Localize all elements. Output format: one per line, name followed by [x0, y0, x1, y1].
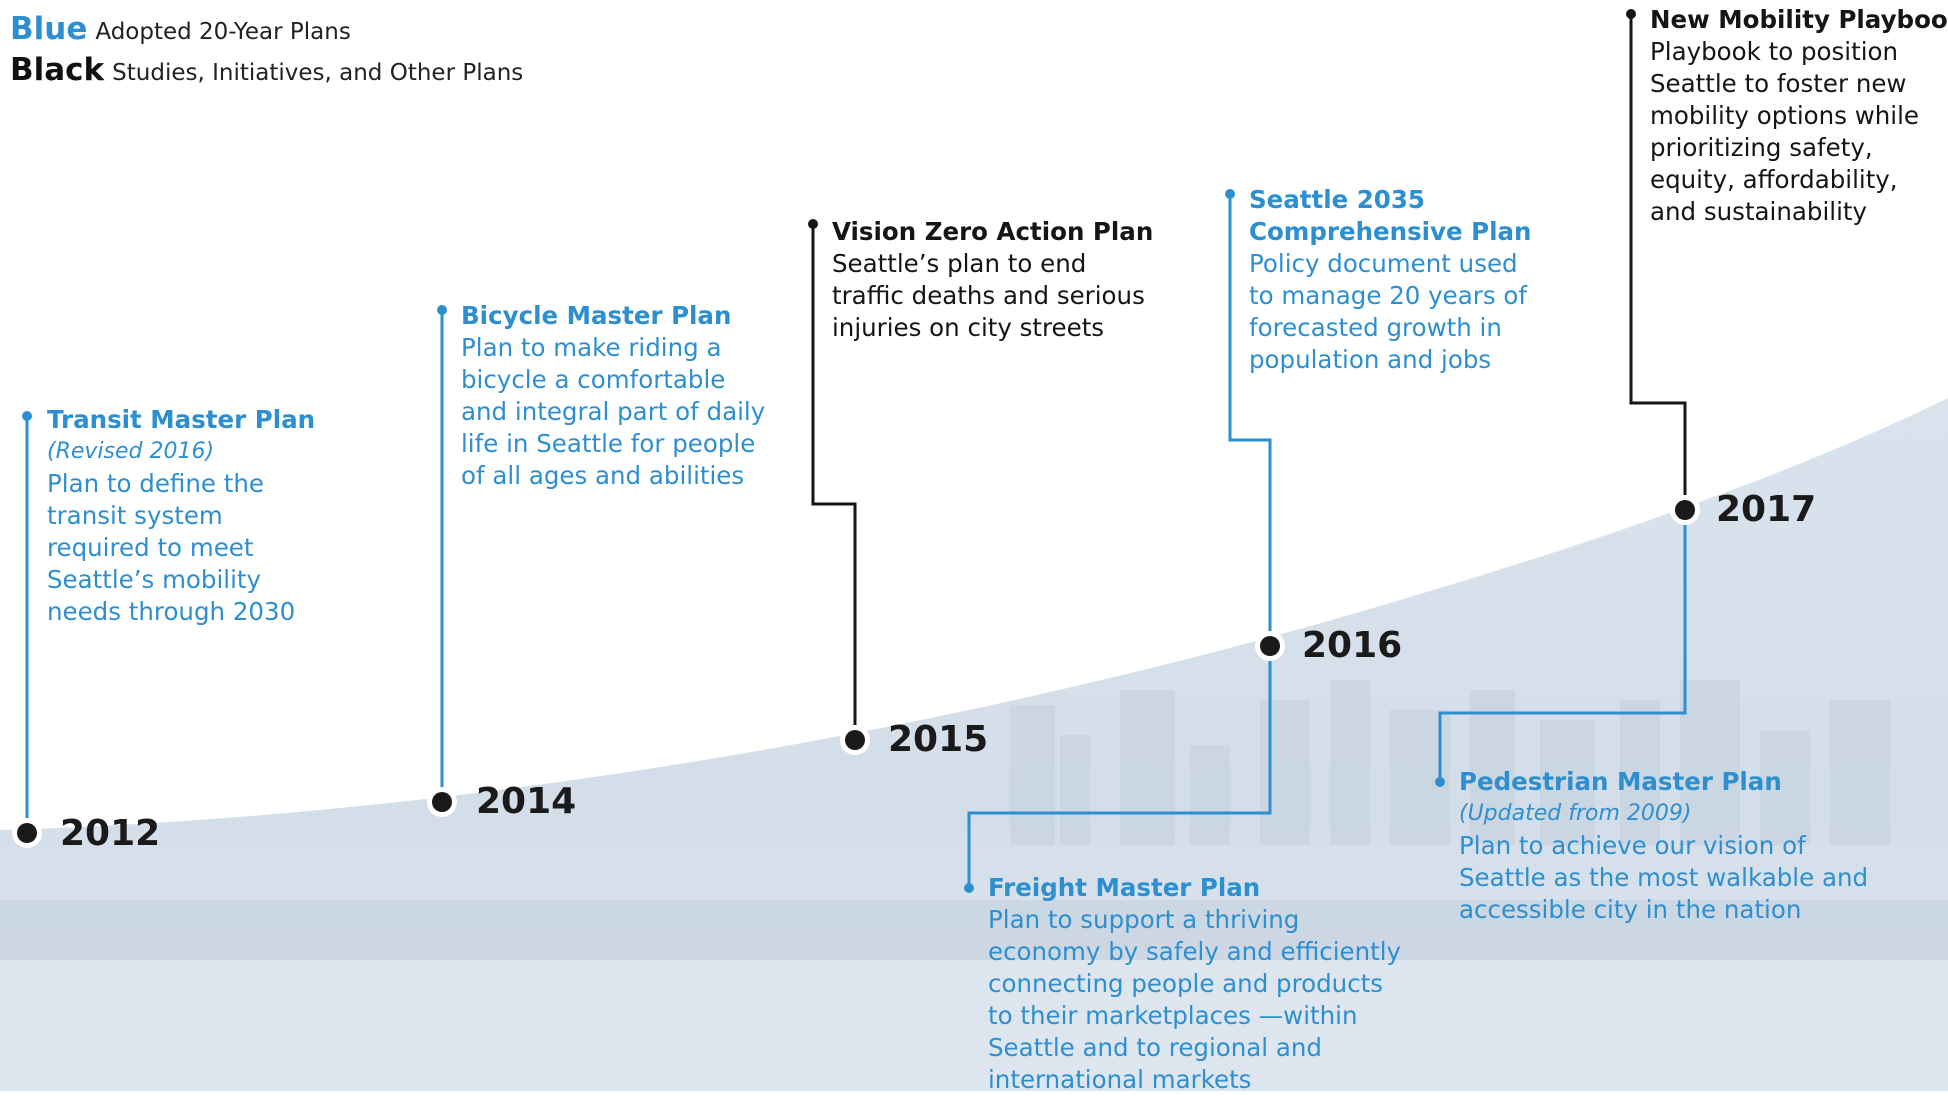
legend-blue-key: Blue [10, 11, 88, 47]
plan-title-line2: Comprehensive Plan [1249, 217, 1532, 246]
plan-title: Freight Master Plan [988, 873, 1261, 902]
legend: Blue Adopted 20-Year Plans Black Studies, … [10, 14, 523, 96]
plan-title: Pedestrian Master Plan [1459, 767, 1782, 796]
legend-black-key: Black [10, 52, 105, 88]
water [0, 960, 1948, 1091]
plan-note: (Updated from 2009) [1459, 801, 1692, 826]
plan-transit: Transit Master Plan (Revised 2016) Plan … [47, 404, 315, 628]
plan-title-line1: Seattle 2035 [1249, 185, 1425, 214]
legend-blue-desc: Adopted 20-Year Plans [95, 19, 351, 45]
year-dots [12, 495, 1700, 848]
plan-bicycle: Bicycle Master Plan Plan to make riding … [461, 300, 765, 492]
year-label-2014: 2014 [476, 781, 577, 822]
year-label-2016: 2016 [1302, 625, 1403, 666]
plan-description: Plan to define the transit system requir… [47, 469, 296, 626]
connector-new-mobility [1629, 14, 1687, 510]
plan-description: Policy document used to manage 20 years … [1249, 249, 1528, 374]
plan-new-mobility: New Mobility Playbook Playbook to positi… [1650, 4, 1948, 228]
plan-description: Plan to achieve our vision of Seattle as… [1459, 831, 1869, 924]
connector-freight [967, 646, 1272, 888]
plan-note: (Revised 2016) [47, 439, 215, 464]
plan-description: Seattle’s plan to end traffic deaths and… [832, 249, 1145, 342]
plan-title: Vision Zero Action Plan [832, 217, 1154, 246]
year-label-2017: 2017 [1716, 489, 1817, 530]
city-skyline-silhouette [1010, 680, 1890, 845]
start-dots [22, 9, 1636, 893]
plan-comprehensive: Seattle 2035 Comprehensive Plan Policy d… [1249, 184, 1532, 376]
plan-vision-zero: Vision Zero Action Plan Seattle’s plan t… [832, 216, 1153, 344]
plan-freight: Freight Master Plan Plan to support a th… [988, 872, 1401, 1096]
plan-pedestrian: Pedestrian Master Plan (Updated from 200… [1459, 766, 1868, 926]
plan-title: Bicycle Master Plan [461, 301, 732, 330]
year-label-2015: 2015 [888, 719, 989, 760]
year-label-2012: 2012 [60, 813, 161, 854]
connector-comprehensive [1228, 194, 1272, 646]
legend-black-desc: Studies, Initiatives, and Other Plans [112, 60, 524, 86]
plan-title: New Mobility Playbook [1650, 5, 1948, 34]
plan-description: Playbook to position Seattle to foster n… [1650, 37, 1919, 226]
legend-blue: Blue Adopted 20-Year Plans [10, 14, 523, 45]
connector-vision-zero [811, 224, 857, 738]
connector-pedestrian [1438, 510, 1687, 782]
legend-black: Black Studies, Initiatives, and Other Pla… [10, 55, 523, 86]
plan-description: Plan to make riding a bicycle a comforta… [461, 333, 766, 490]
plan-description: Plan to support a thriving economy by sa… [988, 905, 1402, 1094]
shoreline [0, 900, 1948, 960]
plan-title: Transit Master Plan [47, 405, 316, 434]
